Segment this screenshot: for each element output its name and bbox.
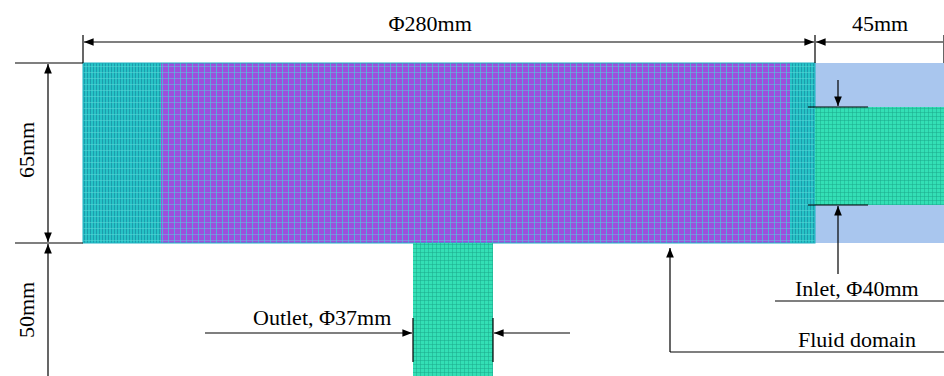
dimension-label: 45mm [852, 13, 908, 35]
inlet-label: Inlet, Φ40mm [795, 278, 919, 300]
dimension-label: Φ280mm [389, 13, 472, 35]
outlet-label: Outlet, Φ37mm [253, 307, 391, 329]
dimension-label: 65mm [16, 122, 38, 178]
domain-label: Fluid domain [798, 329, 916, 351]
dimension-label: 50mm [16, 282, 38, 338]
